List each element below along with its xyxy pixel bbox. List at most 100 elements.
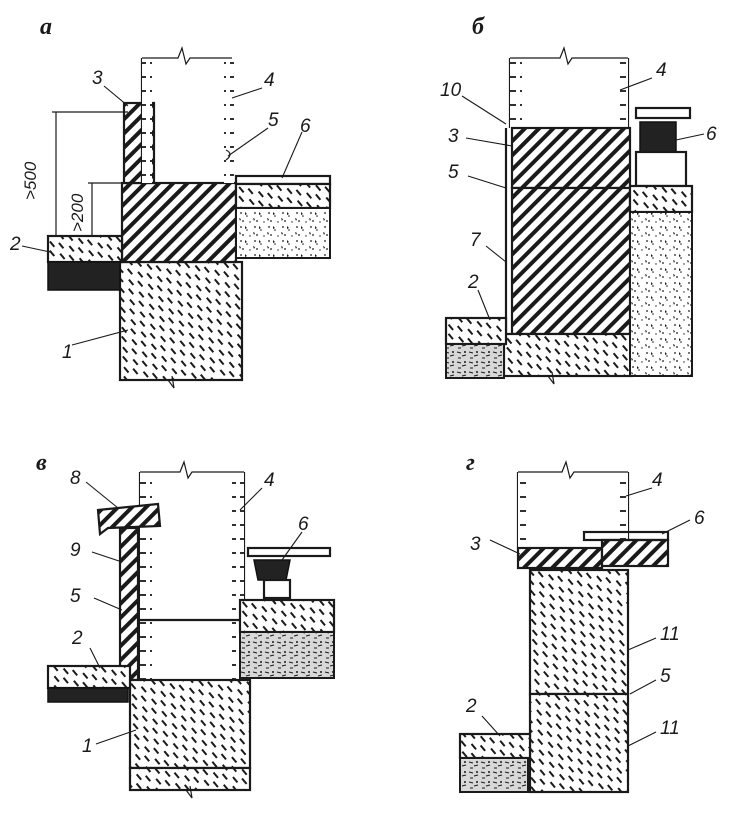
b-floor-base <box>628 184 694 214</box>
a-callout-4: 4 <box>264 70 275 91</box>
v-joist <box>253 559 291 581</box>
panel-v: в 8 9 5 2 1 4 6 <box>36 450 336 799</box>
g-callout-11b: 11 <box>660 718 680 739</box>
v-blind-area <box>46 664 132 690</box>
a-callout-3: 3 <box>92 68 103 89</box>
b-backfill <box>629 211 693 377</box>
g-wall-right-joints <box>616 472 628 548</box>
g-leader-2 <box>481 715 501 737</box>
v-callout-9: 9 <box>70 540 81 561</box>
g-leader-3 <box>489 539 521 555</box>
b-wall-break <box>510 46 628 66</box>
a-leader-4 <box>231 87 263 99</box>
g-callout-11a: 11 <box>660 624 680 645</box>
b-plinth-upper <box>510 126 632 190</box>
a-floor-base <box>234 182 332 210</box>
v-backfill <box>239 631 335 679</box>
b-callout-7: 7 <box>470 230 482 251</box>
v-leader-4 <box>239 487 263 511</box>
b-leader-2 <box>477 289 491 321</box>
panel-b: б 10 3 5 7 2 4 6 <box>440 14 717 385</box>
v-footing-lower <box>128 766 252 792</box>
g-block-upper <box>528 568 630 696</box>
b-post <box>634 150 688 188</box>
a-floor-concrete <box>235 207 331 259</box>
b-leader-6 <box>675 133 705 141</box>
v-facing <box>118 526 140 682</box>
a-callout-5: 5 <box>268 110 279 131</box>
v-callout-2: 2 <box>71 628 83 649</box>
panel-b-letter: б <box>472 14 485 40</box>
v-footing <box>128 678 252 770</box>
v-leader-5 <box>93 597 123 611</box>
a-dim-inner: >200 <box>68 193 87 232</box>
a-plinth-slab <box>120 181 238 264</box>
v-callout-6: 6 <box>298 514 309 535</box>
g-wall-edges <box>516 472 630 548</box>
g-leader-4 <box>625 487 653 497</box>
v-floor-board <box>246 546 332 558</box>
b-break-mark <box>547 371 555 385</box>
g-wall-break <box>518 460 628 480</box>
b-leader-4 <box>619 77 653 91</box>
b-callout-5: 5 <box>448 162 459 183</box>
a-callout-6: 6 <box>300 116 311 137</box>
a-dim-outer: >500 <box>21 161 40 200</box>
v-callout-4: 4 <box>264 470 275 491</box>
a-foundation-block <box>118 260 244 382</box>
b-callout-4: 4 <box>656 60 667 81</box>
b-leader-10 <box>461 95 507 125</box>
g-callout-2: 2 <box>465 696 477 717</box>
v-callout-5: 5 <box>70 586 81 607</box>
b-leader-5 <box>467 175 507 189</box>
a-wall-right-joints <box>224 58 234 183</box>
v-leader-9 <box>91 551 123 563</box>
b-floor-board <box>634 106 692 120</box>
panel-a-letter: а <box>40 14 52 40</box>
a-callout-1: 1 <box>62 342 73 363</box>
a-wall-edges <box>140 58 234 183</box>
panel-g-letter: г <box>466 450 475 476</box>
a-leader-5 <box>227 127 269 157</box>
b-joist <box>639 121 677 153</box>
g-wall-left-joints <box>518 472 530 548</box>
v-callout-1: 1 <box>82 736 93 757</box>
v-leader-6 <box>281 531 303 561</box>
g-soil <box>459 757 529 793</box>
v-leader-8 <box>85 481 119 509</box>
v-wall-left-joints <box>140 472 152 680</box>
b-plinth-lower <box>510 186 632 336</box>
a-floor <box>234 174 332 186</box>
g-callout-5: 5 <box>660 666 671 687</box>
v-floor-base <box>238 598 336 634</box>
g-blind-area <box>458 732 532 760</box>
b-leader-7 <box>485 245 507 263</box>
a-wall-break <box>142 46 232 66</box>
b-callout-3: 3 <box>448 126 459 147</box>
g-block-lower <box>528 692 630 794</box>
g-callout-6: 6 <box>694 508 705 529</box>
b-callout-2: 2 <box>467 272 479 293</box>
panel-g: г 3 4 6 11 5 11 2 <box>458 450 705 794</box>
g-leader-6 <box>661 519 691 535</box>
b-footing <box>502 332 634 378</box>
v-soil <box>47 687 129 703</box>
g-leader-11b <box>627 731 657 747</box>
v-leader-1 <box>95 729 137 745</box>
a-break-mark <box>167 375 175 389</box>
a-callout-2: 2 <box>9 234 21 255</box>
a-blind-area <box>46 234 124 264</box>
a-leader-3 <box>103 85 129 107</box>
v-leader-2 <box>89 647 101 669</box>
g-callout-4: 4 <box>652 470 663 491</box>
v-wall-break <box>140 460 244 480</box>
v-post <box>262 578 292 600</box>
v-break-mark <box>185 785 193 799</box>
v-callout-8: 8 <box>70 468 81 489</box>
b-blind-area <box>444 316 508 346</box>
g-beam <box>516 546 604 570</box>
b-soil <box>445 343 505 379</box>
a-leader-6 <box>281 131 303 179</box>
g-leader-5 <box>629 679 657 695</box>
